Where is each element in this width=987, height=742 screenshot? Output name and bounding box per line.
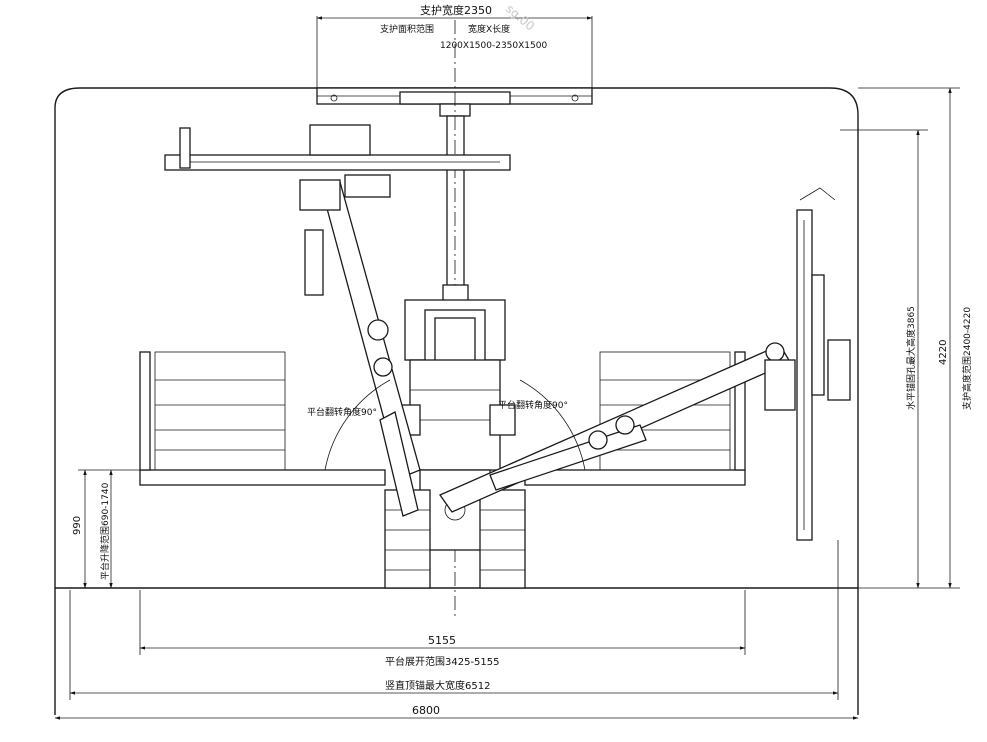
overall-width-label: 6800 — [412, 704, 440, 717]
top-support-plate — [316, 16, 593, 117]
span-5155-label: 5155 — [428, 634, 456, 647]
lift-range-label: 平台升降范围690-1740 — [99, 482, 111, 580]
right-angle-arc — [519, 379, 586, 471]
rig-body — [394, 299, 516, 551]
vertical-max-width-label: 竖直顶锚最大宽度6512 — [385, 679, 490, 692]
width-length-label: 宽度X长度 — [468, 23, 510, 35]
horizontal-max-height-label: 水平锚固孔最大高度3865 — [905, 306, 917, 410]
support-area-label: 支护面积范围 — [380, 23, 434, 35]
total-height-label: 4220 — [938, 340, 949, 365]
left-drill-feed — [164, 124, 511, 198]
support-height-range-label: 支护高度范围2400-4220 — [961, 307, 973, 410]
support-width-label: 支护宽度2350 — [420, 3, 492, 17]
right-drill-feed — [796, 187, 851, 541]
left-angle-label: 平台翻转角度90° — [307, 406, 377, 418]
left-angle-arc — [324, 379, 391, 471]
support-range-label: 1200X1500-2350X1500 — [440, 41, 547, 51]
platform-range-label: 平台展开范围3425-5155 — [385, 655, 500, 668]
right-angle-label: 平台翻转角度90° — [498, 399, 568, 411]
left-boom-arm — [299, 179, 421, 517]
label-990: 990 — [72, 516, 83, 535]
left-platform — [139, 351, 386, 486]
right-boom-arm — [439, 342, 796, 513]
